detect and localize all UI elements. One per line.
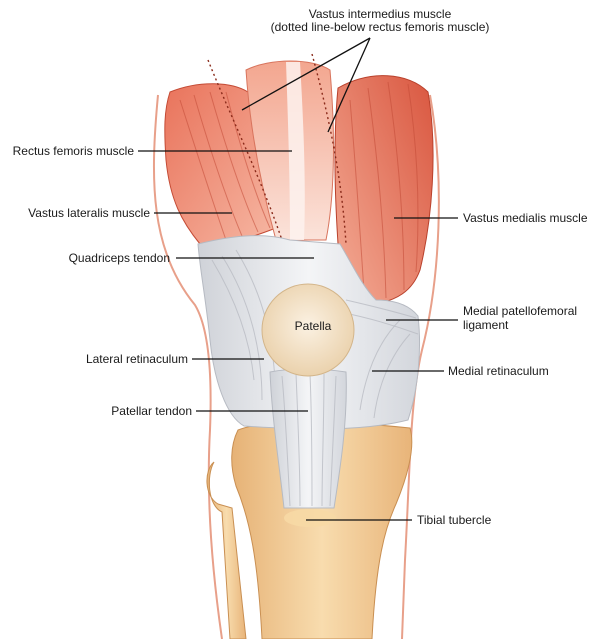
patella-bone	[261, 283, 355, 377]
fibula-bone	[206, 461, 247, 639]
label-rectus-femoris: Rectus femoris muscle	[13, 144, 135, 158]
label-vastus-medialis: Vastus medialis muscle	[463, 211, 588, 225]
leader-lines	[138, 37, 458, 521]
skin-outline-right	[401, 94, 440, 639]
label-medial-patellofemoral-line2: ligament	[463, 318, 509, 332]
label-lateral-retinaculum: Lateral retinaculum	[86, 352, 188, 366]
vastus-lateralis-fibers	[179, 91, 271, 241]
label-vastus-intermedius-line1: Vastus intermedius muscle	[309, 7, 452, 21]
label-patellar-tendon: Patellar tendon	[111, 404, 192, 418]
vastus-intermedius-dotted-right	[311, 53, 347, 245]
vastus-medialis-shape	[334, 75, 434, 305]
tibial-tubercle-bump	[284, 509, 336, 527]
label-quadriceps-tendon: Quadriceps tendon	[69, 251, 170, 265]
leader-vastus-intermedius-a	[241, 37, 371, 111]
patellar-tendon-fibers	[281, 373, 337, 507]
label-patella: Patella	[295, 319, 332, 333]
vastus-intermedius-dotted-left	[207, 59, 285, 247]
label-tibial-tubercle: Tibial tubercle	[417, 513, 492, 527]
label-vastus-lateralis: Vastus lateralis muscle	[28, 206, 150, 220]
rectus-femoris-central-tendon	[286, 62, 305, 240]
vastus-medialis-fibers	[349, 81, 419, 299]
skin-outline-left	[152, 94, 223, 639]
label-medial-patellofemoral-line1: Medial patellofemoral	[463, 304, 577, 318]
label-vastus-intermedius-line2: (dotted line-below rectus femoris muscle…	[271, 20, 490, 34]
label-medial-retinaculum: Medial retinaculum	[448, 364, 549, 378]
leader-vastus-intermedius-b	[327, 37, 371, 133]
patellar-tendon-shape	[269, 368, 347, 509]
